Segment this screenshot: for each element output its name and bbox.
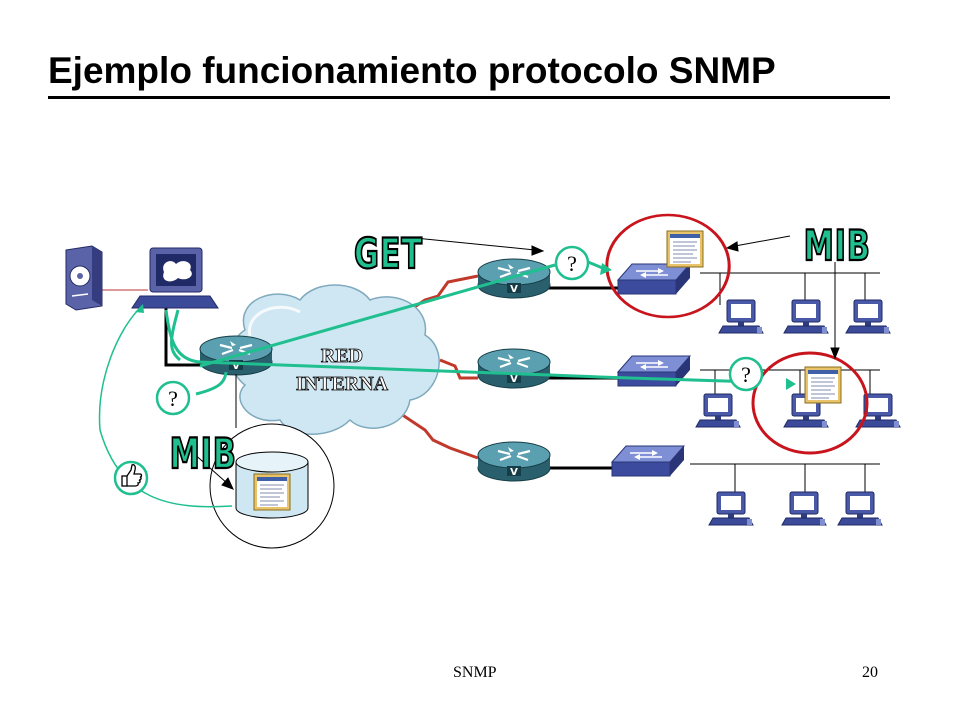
question-bubble-router: ? [155,380,191,416]
mib-label-left: MIB [170,429,237,478]
agent-highlight-circle-switch [605,213,731,319]
switch-1-icon [617,263,691,295]
thumbs-up-icon [121,464,143,487]
router-1-icon [476,257,552,300]
question-mark-text: ? [567,251,577,276]
server-icon [65,245,103,311]
computer-icon [718,299,764,334]
question-mark-text: ? [168,386,178,411]
page-number: 20 [862,664,878,681]
cloud-label-interna: INTERNA [296,373,389,395]
management-workstation-icon [131,247,219,309]
agent-highlight-circle-host [751,351,869,455]
switch-3-icon [611,445,685,477]
response-flow-lines [98,304,233,508]
question-bubble-host: ? [728,356,764,392]
mib-document-icon [253,473,291,511]
router-3-icon [476,440,552,483]
computer-icon [783,299,829,334]
mib-label-top: MIB [804,221,871,270]
cloud-label-red: RED [321,345,363,367]
internal-network-cloud [230,284,440,435]
get-label: GET [354,229,423,278]
computer-icon [708,491,754,526]
computer-icon [695,393,741,428]
computer-icon [781,491,827,526]
router-2-icon [476,347,552,390]
annotation-arrows [191,235,840,490]
mib-document-icon [804,366,842,404]
mib-document-icon [666,230,704,268]
slide-title: Ejemplo funcionamiento protocolo SNMP [48,50,776,91]
workstation-router-link [164,305,200,367]
computer-icon [845,299,891,334]
question-mark-text: ? [741,362,751,387]
lan-wiring [690,272,880,500]
computer-icon [837,491,883,526]
snmp-flow-lines [164,260,796,396]
footer-label: SNMP [453,664,497,681]
thumbs-up-bubble [113,460,149,496]
question-bubble-switch: ? [554,245,590,281]
switch-2-icon [617,355,691,387]
title-underline [48,96,890,99]
